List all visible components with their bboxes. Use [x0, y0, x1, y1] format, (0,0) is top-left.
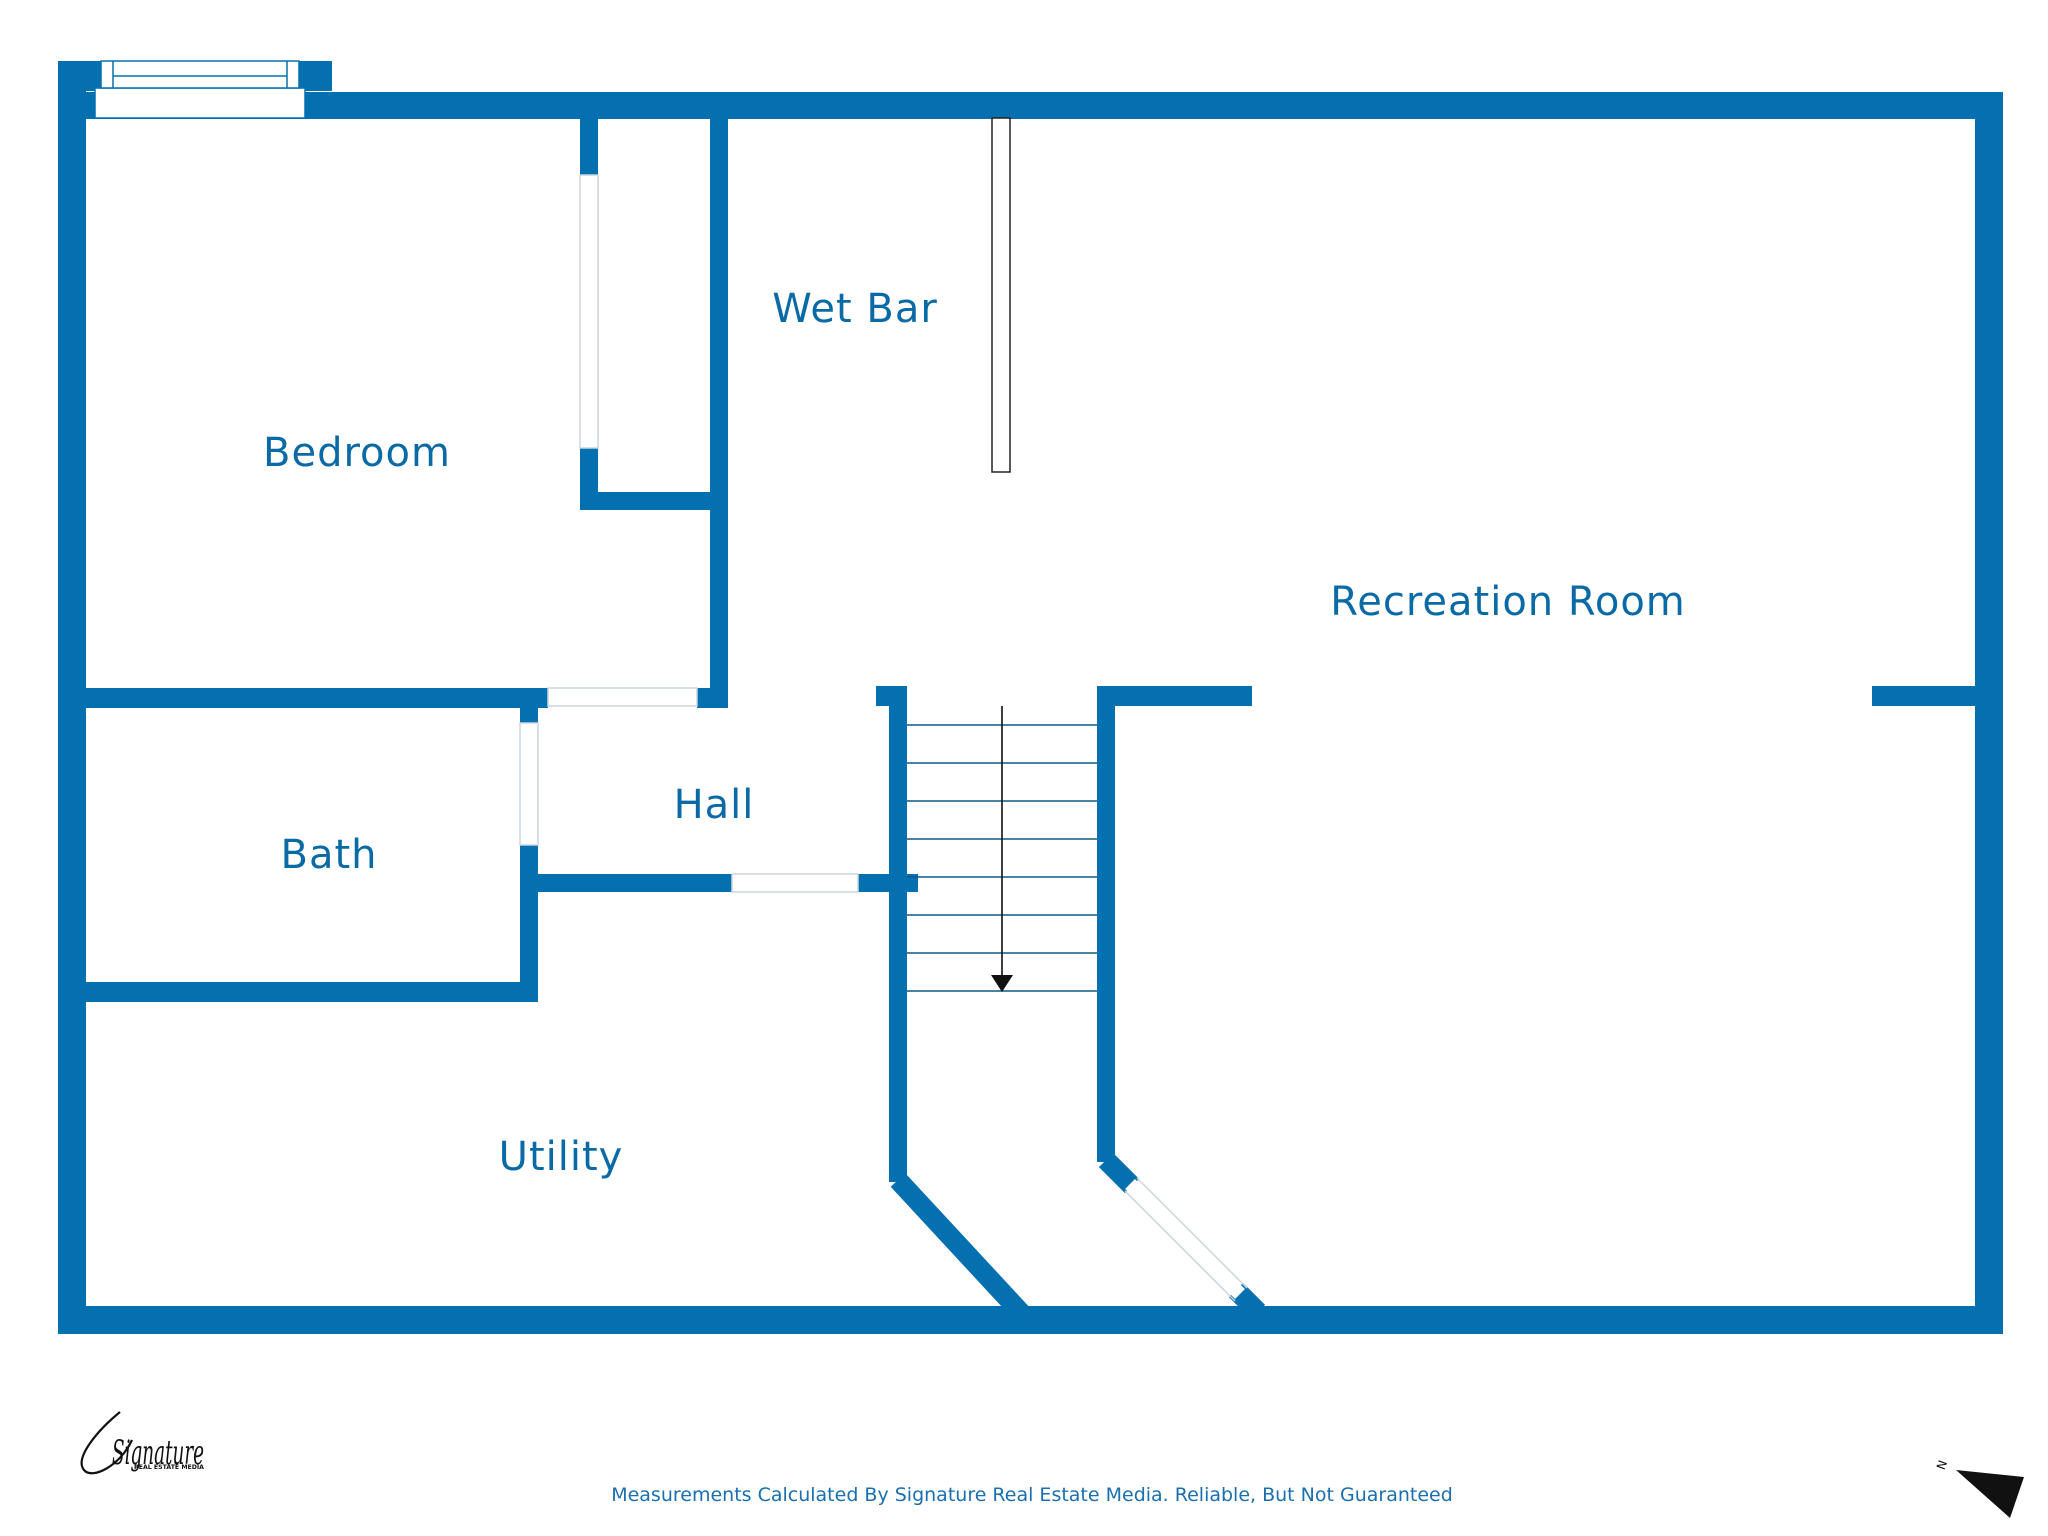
wall-hall-bottom-left — [520, 874, 732, 892]
wall-stair-left — [889, 686, 907, 1182]
bedroom-door-opening — [547, 687, 698, 707]
room-label-recreation-room: Recreation Room — [1330, 579, 1686, 625]
logo-swash — [80, 1411, 133, 1475]
exterior-door-opening — [1125, 1179, 1245, 1299]
compass: N — [1934, 1458, 2024, 1518]
window-frame — [94, 87, 306, 119]
wall-bedroom-bottom-right — [697, 688, 728, 708]
walls — [58, 61, 2003, 1334]
stairs — [907, 706, 1097, 992]
wall-closet-left-upper — [580, 115, 598, 175]
exterior-door-edge-b — [1136, 1177, 1248, 1289]
wall-stair-right — [1097, 686, 1115, 1162]
compass-north-label: N — [1934, 1458, 1950, 1471]
wall-rec-divider-right — [1872, 686, 2003, 706]
bath-door-opening — [519, 722, 539, 846]
wall-top — [58, 92, 2003, 119]
exterior-door-edge-a — [1124, 1190, 1236, 1302]
room-label-bedroom: Bedroom — [263, 430, 451, 476]
room-label-wet-bar: Wet Bar — [772, 286, 938, 332]
logo-name: Signature — [112, 1433, 204, 1473]
wall-bedroom-right — [710, 115, 728, 705]
wall-bath-bottom — [58, 982, 538, 1002]
company-logo: Signature REAL ESTATE MEDIA — [80, 1411, 204, 1475]
utility-door-opening — [731, 873, 859, 893]
measurement-disclaimer: Measurements Calculated By Signature Rea… — [611, 1484, 1453, 1506]
stair-down-arrow-icon — [991, 975, 1013, 992]
wall-right — [1975, 92, 2003, 1334]
north-arrow-icon — [1956, 1470, 2024, 1518]
wall-bottom — [58, 1306, 2003, 1334]
closet-opening — [579, 174, 599, 449]
wall-bedroom-bottom-left — [58, 688, 548, 708]
wall-stair-diagonal-left — [890, 1173, 1032, 1323]
room-label-hall: Hall — [674, 782, 755, 828]
room-label-bath: Bath — [281, 832, 378, 878]
room-labels: Bedroom Wet Bar Recreation Room Bath Hal… — [263, 286, 1686, 1180]
wall-bath-right-upper — [520, 705, 538, 723]
window — [94, 60, 306, 119]
room-label-utility: Utility — [499, 1134, 624, 1180]
wall-closet-bottom — [580, 492, 720, 510]
openings — [519, 174, 1248, 1302]
window-sill — [100, 60, 300, 89]
wet-bar-counter — [991, 117, 1011, 473]
wall-stair-diagonal-right-upper — [1098, 1152, 1140, 1194]
logo-tagline: REAL ESTATE MEDIA — [134, 1464, 204, 1471]
wall-bath-right-lower — [520, 845, 538, 1000]
wall-rec-divider-left — [1097, 686, 1252, 706]
diagonal-walls — [890, 1152, 1266, 1323]
